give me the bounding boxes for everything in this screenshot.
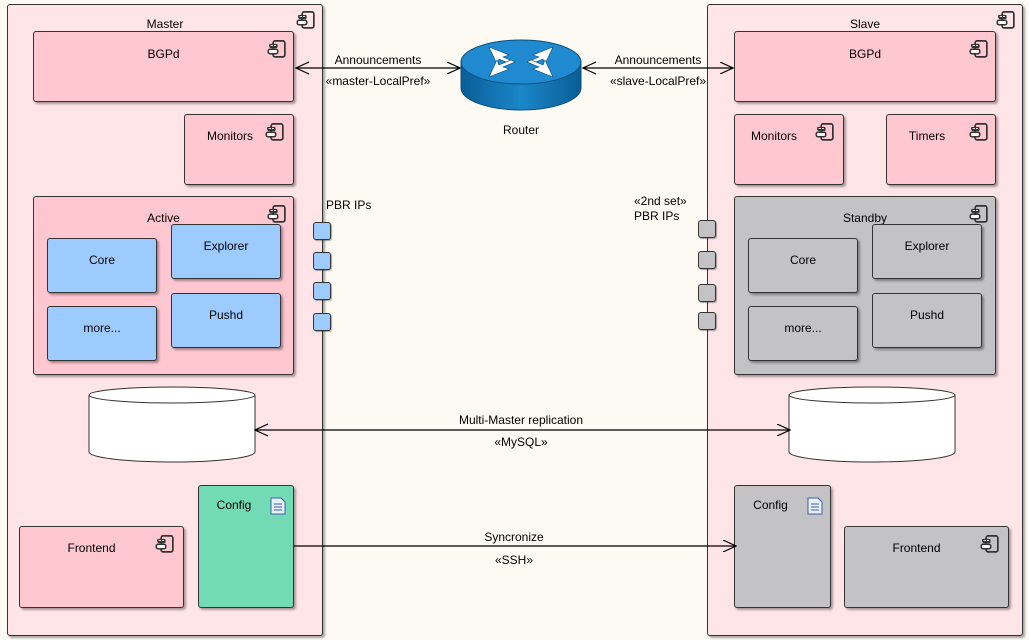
master-bgpd-label: BGPd — [147, 47, 180, 61]
slave-timers-label: Timers — [908, 129, 946, 143]
slave-bgpd[interactable]: BGPd — [734, 31, 996, 102]
master-pushd[interactable]: Pushd — [171, 293, 281, 348]
component-icon — [998, 11, 1016, 29]
slave-more[interactable]: more... — [748, 306, 858, 361]
master-explorer[interactable]: Explorer — [171, 224, 281, 279]
master-title: Master — [146, 17, 184, 31]
master-explorer-label: Explorer — [203, 239, 249, 253]
mysql-label: «MySQL» — [494, 435, 548, 449]
slave-core[interactable]: Core — [748, 238, 858, 293]
slave-database[interactable] — [788, 386, 958, 466]
slave-monitors-label: Monitors — [750, 129, 797, 143]
master-more[interactable]: more... — [47, 306, 157, 361]
slave-explorer-label: Explorer — [904, 239, 950, 253]
master-pushd-label: Pushd — [208, 308, 244, 322]
slave-frontend[interactable]: Frontend — [844, 526, 1009, 608]
master-database[interactable] — [88, 386, 258, 466]
arrowhead-left — [253, 423, 269, 437]
slave-pushd[interactable]: Pushd — [872, 293, 982, 348]
master-frontend[interactable]: Frontend — [19, 526, 184, 608]
slave-title: Slave — [849, 17, 881, 31]
component-icon — [971, 123, 989, 141]
master-localpref-label: «master-LocalPref» — [325, 74, 431, 88]
master-frontend-label: Frontend — [67, 541, 116, 555]
slave-more-label: more... — [784, 321, 822, 335]
master-config-label: Config — [216, 498, 252, 512]
component-icon — [269, 205, 287, 223]
master-bgpd[interactable]: BGPd — [33, 31, 294, 102]
master-pbr-port[interactable] — [313, 313, 331, 331]
document-icon — [807, 497, 823, 515]
slave-pbr-label: PBR IPs — [634, 209, 680, 223]
slave-monitors[interactable]: Monitors — [734, 114, 844, 185]
master-pbr-port[interactable] — [313, 252, 331, 270]
component-icon — [971, 205, 989, 223]
slave-pushd-label: Pushd — [909, 308, 945, 322]
slave-localpref-label: «slave-LocalPref» — [609, 74, 707, 88]
component-icon — [971, 40, 989, 58]
slave-pbr-stereotype: «2nd set» — [634, 194, 687, 208]
router-icon[interactable] — [459, 22, 583, 114]
sync-label: Syncronize — [484, 530, 544, 544]
master-pbr-port[interactable] — [313, 282, 331, 300]
arrowhead-left — [294, 61, 310, 75]
master-monitors-label: Monitors — [206, 129, 253, 143]
master-config[interactable]: Config — [198, 485, 294, 608]
slave-config-label: Config — [753, 498, 788, 512]
slave-standby-label: Standby — [842, 211, 888, 225]
master-active-label: Active — [147, 211, 180, 225]
ssh-label: «SSH» — [494, 553, 534, 567]
master-pbr-label: PBR IPs — [326, 198, 372, 212]
master-pbr-port[interactable] — [313, 222, 331, 240]
router-label: Router — [502, 123, 540, 137]
slave-core-label: Core — [789, 253, 816, 267]
slave-pbr-port[interactable] — [698, 312, 716, 330]
master-more-label: more... — [83, 321, 121, 335]
master-monitors[interactable]: Monitors — [184, 114, 294, 185]
component-icon — [269, 40, 287, 58]
component-icon — [157, 535, 175, 553]
slave-explorer[interactable]: Explorer — [872, 224, 982, 279]
slave-config[interactable]: Config — [734, 485, 831, 608]
slave-pbr-port[interactable] — [698, 220, 716, 238]
slave-pbr-port[interactable] — [698, 251, 716, 269]
slave-announcements-label: Announcements — [614, 53, 702, 67]
component-icon — [298, 11, 316, 29]
arrowhead-left — [581, 61, 597, 75]
replication-label: Multi-Master replication — [458, 413, 584, 427]
component-icon — [267, 123, 285, 141]
component-icon — [982, 535, 1000, 553]
slave-timers[interactable]: Timers — [886, 114, 996, 185]
master-core[interactable]: Core — [47, 238, 157, 293]
slave-pbr-port[interactable] — [698, 284, 716, 302]
slave-bgpd-label: BGPd — [848, 47, 881, 61]
master-announcements-label: Announcements — [334, 53, 422, 67]
component-icon — [817, 123, 835, 141]
document-icon — [270, 497, 286, 515]
slave-frontend-label: Frontend — [892, 541, 941, 555]
master-core-label: Core — [88, 253, 115, 267]
